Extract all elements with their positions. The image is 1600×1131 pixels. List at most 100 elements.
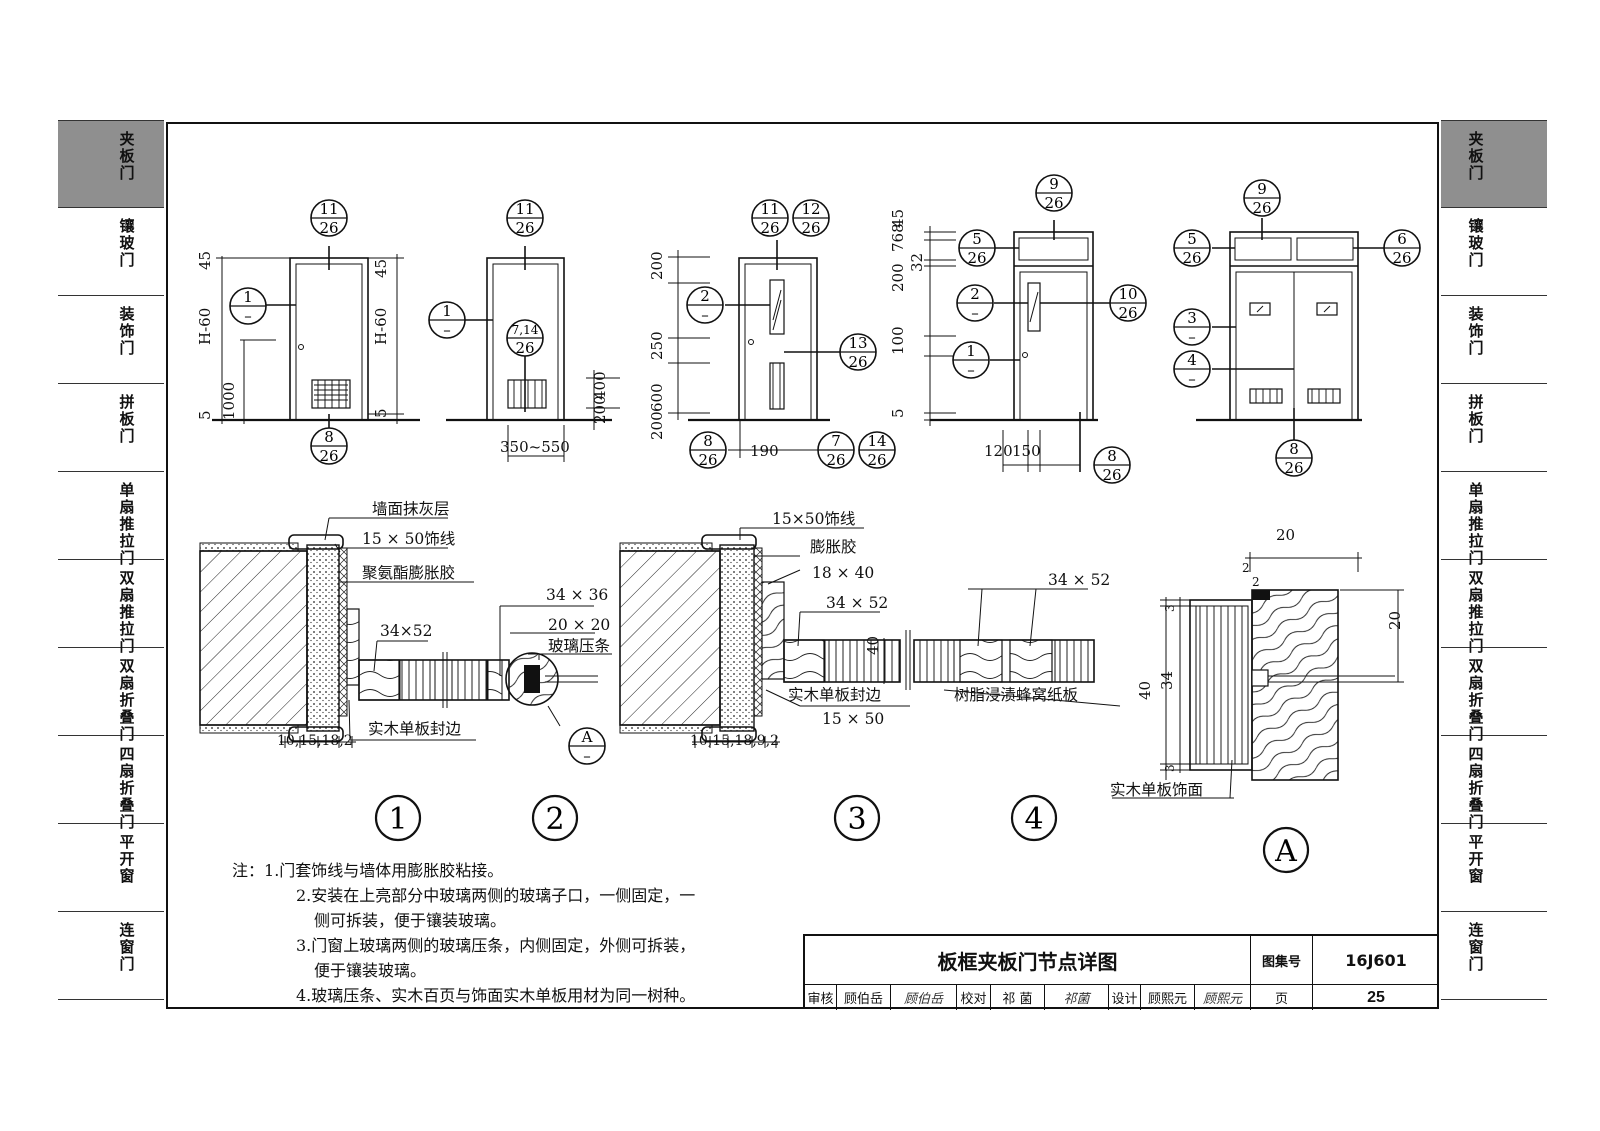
callout-d3-top-a-top: 11 xyxy=(760,200,779,218)
label-20x20: 20 × 20 xyxy=(548,616,610,634)
tab-left-3[interactable]: 拼板门 xyxy=(58,384,164,472)
review-label: 审核 xyxy=(805,985,837,1010)
label-edge-3: 实木单板封边 xyxy=(788,686,882,704)
tab-right-7[interactable]: 四扇折叠门 xyxy=(1441,736,1547,831)
callout-d2-center-top: 7,14 xyxy=(512,323,539,337)
dimension-labels: H-60 45 1000 5 H-60 45 5 350~550 200 400… xyxy=(196,209,1404,772)
dim-45-right: 45 xyxy=(372,259,390,278)
svg-text:3: 3 xyxy=(847,802,866,837)
callout-d5-left-c-bottom: – xyxy=(1188,370,1196,388)
label-veneer: 实木单板饰面 xyxy=(1110,781,1203,799)
tab-left-2[interactable]: 装饰门 xyxy=(58,296,164,384)
callout-d5-right-bottom: 26 xyxy=(1392,249,1411,267)
dim-2-a: 2 xyxy=(1242,561,1250,575)
callout-d4-side-b: 2– xyxy=(956,284,994,322)
dim-sec3: 10,15,18,9,2 xyxy=(690,733,779,749)
tab-left-8[interactable]: 平开窗 xyxy=(58,824,164,912)
label-18x40: 18 × 40 xyxy=(812,564,874,582)
callout-d5-bottom-top: 8 xyxy=(1289,440,1299,458)
tab-left-1[interactable]: 镶玻门 xyxy=(58,208,164,296)
label-pu-foam: 聚氨酯膨胀胶 xyxy=(362,564,455,582)
tab-right-0[interactable]: 夹板门 xyxy=(1441,120,1547,208)
atlas-number: 16J601 xyxy=(1345,950,1407,970)
callout-bubbles: 11261–82611261–7,1426112612262–132682672… xyxy=(229,174,1421,765)
section-number-1: 1 xyxy=(374,794,422,842)
tab-left-7[interactable]: 四扇折叠门 xyxy=(58,736,164,831)
callout-d4-bottom-top: 8 xyxy=(1107,447,1117,465)
callout-d1-side-top: 1 xyxy=(243,288,253,306)
tab-right-2[interactable]: 装饰门 xyxy=(1441,296,1547,384)
tab-right-1[interactable]: 镶玻门 xyxy=(1441,208,1547,296)
callout-d5-left-a-top: 5 xyxy=(1187,230,1197,248)
callout-d3-side-top: 2 xyxy=(700,287,710,305)
section-1-2 xyxy=(199,517,612,748)
tab-right-3[interactable]: 拼板门 xyxy=(1441,384,1547,472)
dim-3-top: 3 xyxy=(1163,604,1177,612)
tab-left-4[interactable]: 单扇推拉门 xyxy=(58,472,164,567)
callout-d4-side-b-top: 2 xyxy=(970,285,980,303)
callout-d3-top-a-bottom: 26 xyxy=(760,219,779,237)
callout-d2-side-top: 1 xyxy=(442,302,452,320)
callout-d3-bottom-b-bottom: 26 xyxy=(826,451,845,469)
tab-left-5[interactable]: 双扇推拉门 xyxy=(58,560,164,655)
tab-right-9[interactable]: 连窗门 xyxy=(1441,912,1547,1000)
tab-right-5[interactable]: 双扇推拉门 xyxy=(1441,560,1547,655)
tab-left-0[interactable]: 夹板门 xyxy=(58,120,164,208)
sidebar-left: 夹板门 镶玻门 装饰门 拼板门 单扇推拉门 双扇推拉门 双扇折叠门 四扇折叠门 … xyxy=(58,120,164,1000)
callout-d3-bottom-c-top: 14 xyxy=(867,432,886,450)
callout-d3-bottom-a-top: 8 xyxy=(703,432,713,450)
callout-d1-side: 1– xyxy=(229,287,267,325)
elevation-4 xyxy=(924,220,1110,472)
tab-left-6[interactable]: 双扇折叠门 xyxy=(58,648,164,743)
tab-right-6[interactable]: 双扇折叠门 xyxy=(1441,648,1547,743)
dim-3-bottom: 3 xyxy=(1163,764,1177,772)
label-plaster: 墙面抹灰层 xyxy=(372,500,450,518)
dim-20-top: 20 xyxy=(1276,526,1295,544)
callout-d3-bottom-b: 726 xyxy=(817,431,855,469)
callout-d5-left-b: 3– xyxy=(1173,308,1211,346)
note-2: 2.安装在上亮部分中玻璃两侧的玻璃子口，一侧固定，一 xyxy=(296,886,696,905)
callout-d3-bottom-c-bottom: 26 xyxy=(867,451,886,469)
section-number-2: 2 xyxy=(531,794,579,842)
callout-d4-side-a: 526 xyxy=(958,229,996,267)
title-block: 板框夹板门节点详图 图集号 16J601 审核 顾伯岳 顾伯岳 校对 祁 菌 祁… xyxy=(803,934,1439,1010)
callout-d2-side: 1– xyxy=(428,301,466,339)
elevation-1 xyxy=(212,246,420,432)
checker-signature: 祁菌 xyxy=(1045,985,1109,1010)
callout-d5-right: 626 xyxy=(1383,229,1421,267)
label-34x36: 34 × 36 xyxy=(546,586,608,604)
tab-right-4[interactable]: 单扇推拉门 xyxy=(1441,472,1547,567)
tab-right-8[interactable]: 平开窗 xyxy=(1441,824,1547,912)
tab-left-9[interactable]: 连窗门 xyxy=(58,912,164,1000)
callout-d4-side-c-bottom: – xyxy=(967,361,975,379)
callout-d3-top-b-top: 12 xyxy=(801,200,820,218)
label-34x52-c: 34 × 52 xyxy=(1048,571,1110,589)
callout-d1-side-bottom: – xyxy=(244,307,252,325)
callout-d4-side-a-bottom: 26 xyxy=(967,249,986,267)
atlas-label: 图集号 xyxy=(1251,936,1313,984)
dim-200-c: 200 xyxy=(648,411,666,440)
dim-sec1: 10,15,18,2 xyxy=(277,733,353,749)
designer-name: 顾熙元 xyxy=(1141,985,1195,1010)
callout-d5-top-top: 9 xyxy=(1257,180,1267,198)
callout-d5-left-a-bottom: 26 xyxy=(1182,249,1201,267)
callout-d4-side-c: 1– xyxy=(952,341,990,379)
callout-d4-side-b-bottom: – xyxy=(971,304,979,322)
callout-d3-right-top: 13 xyxy=(848,334,867,352)
callout-d5-top: 926 xyxy=(1243,179,1281,217)
callout-d3-side: 2– xyxy=(686,286,724,324)
notes-prefix: 注： xyxy=(232,861,265,880)
section-numbers: 1 2 3 4 A xyxy=(374,794,1310,874)
dim-h60-right: H-60 xyxy=(372,308,390,345)
dim-20-right: 20 xyxy=(1386,611,1404,630)
callout-d3-bottom-a: 826 xyxy=(689,431,727,469)
dim-45-left: 45 xyxy=(196,251,214,270)
callout-d4-bottom-bottom: 26 xyxy=(1102,466,1121,484)
callout-d4-side-c-top: 1 xyxy=(966,342,976,360)
callout-d3-right-bottom: 26 xyxy=(848,353,867,371)
dim-34: 34 xyxy=(1158,671,1176,690)
label-trim-3: 15×50饰线 xyxy=(772,510,855,528)
